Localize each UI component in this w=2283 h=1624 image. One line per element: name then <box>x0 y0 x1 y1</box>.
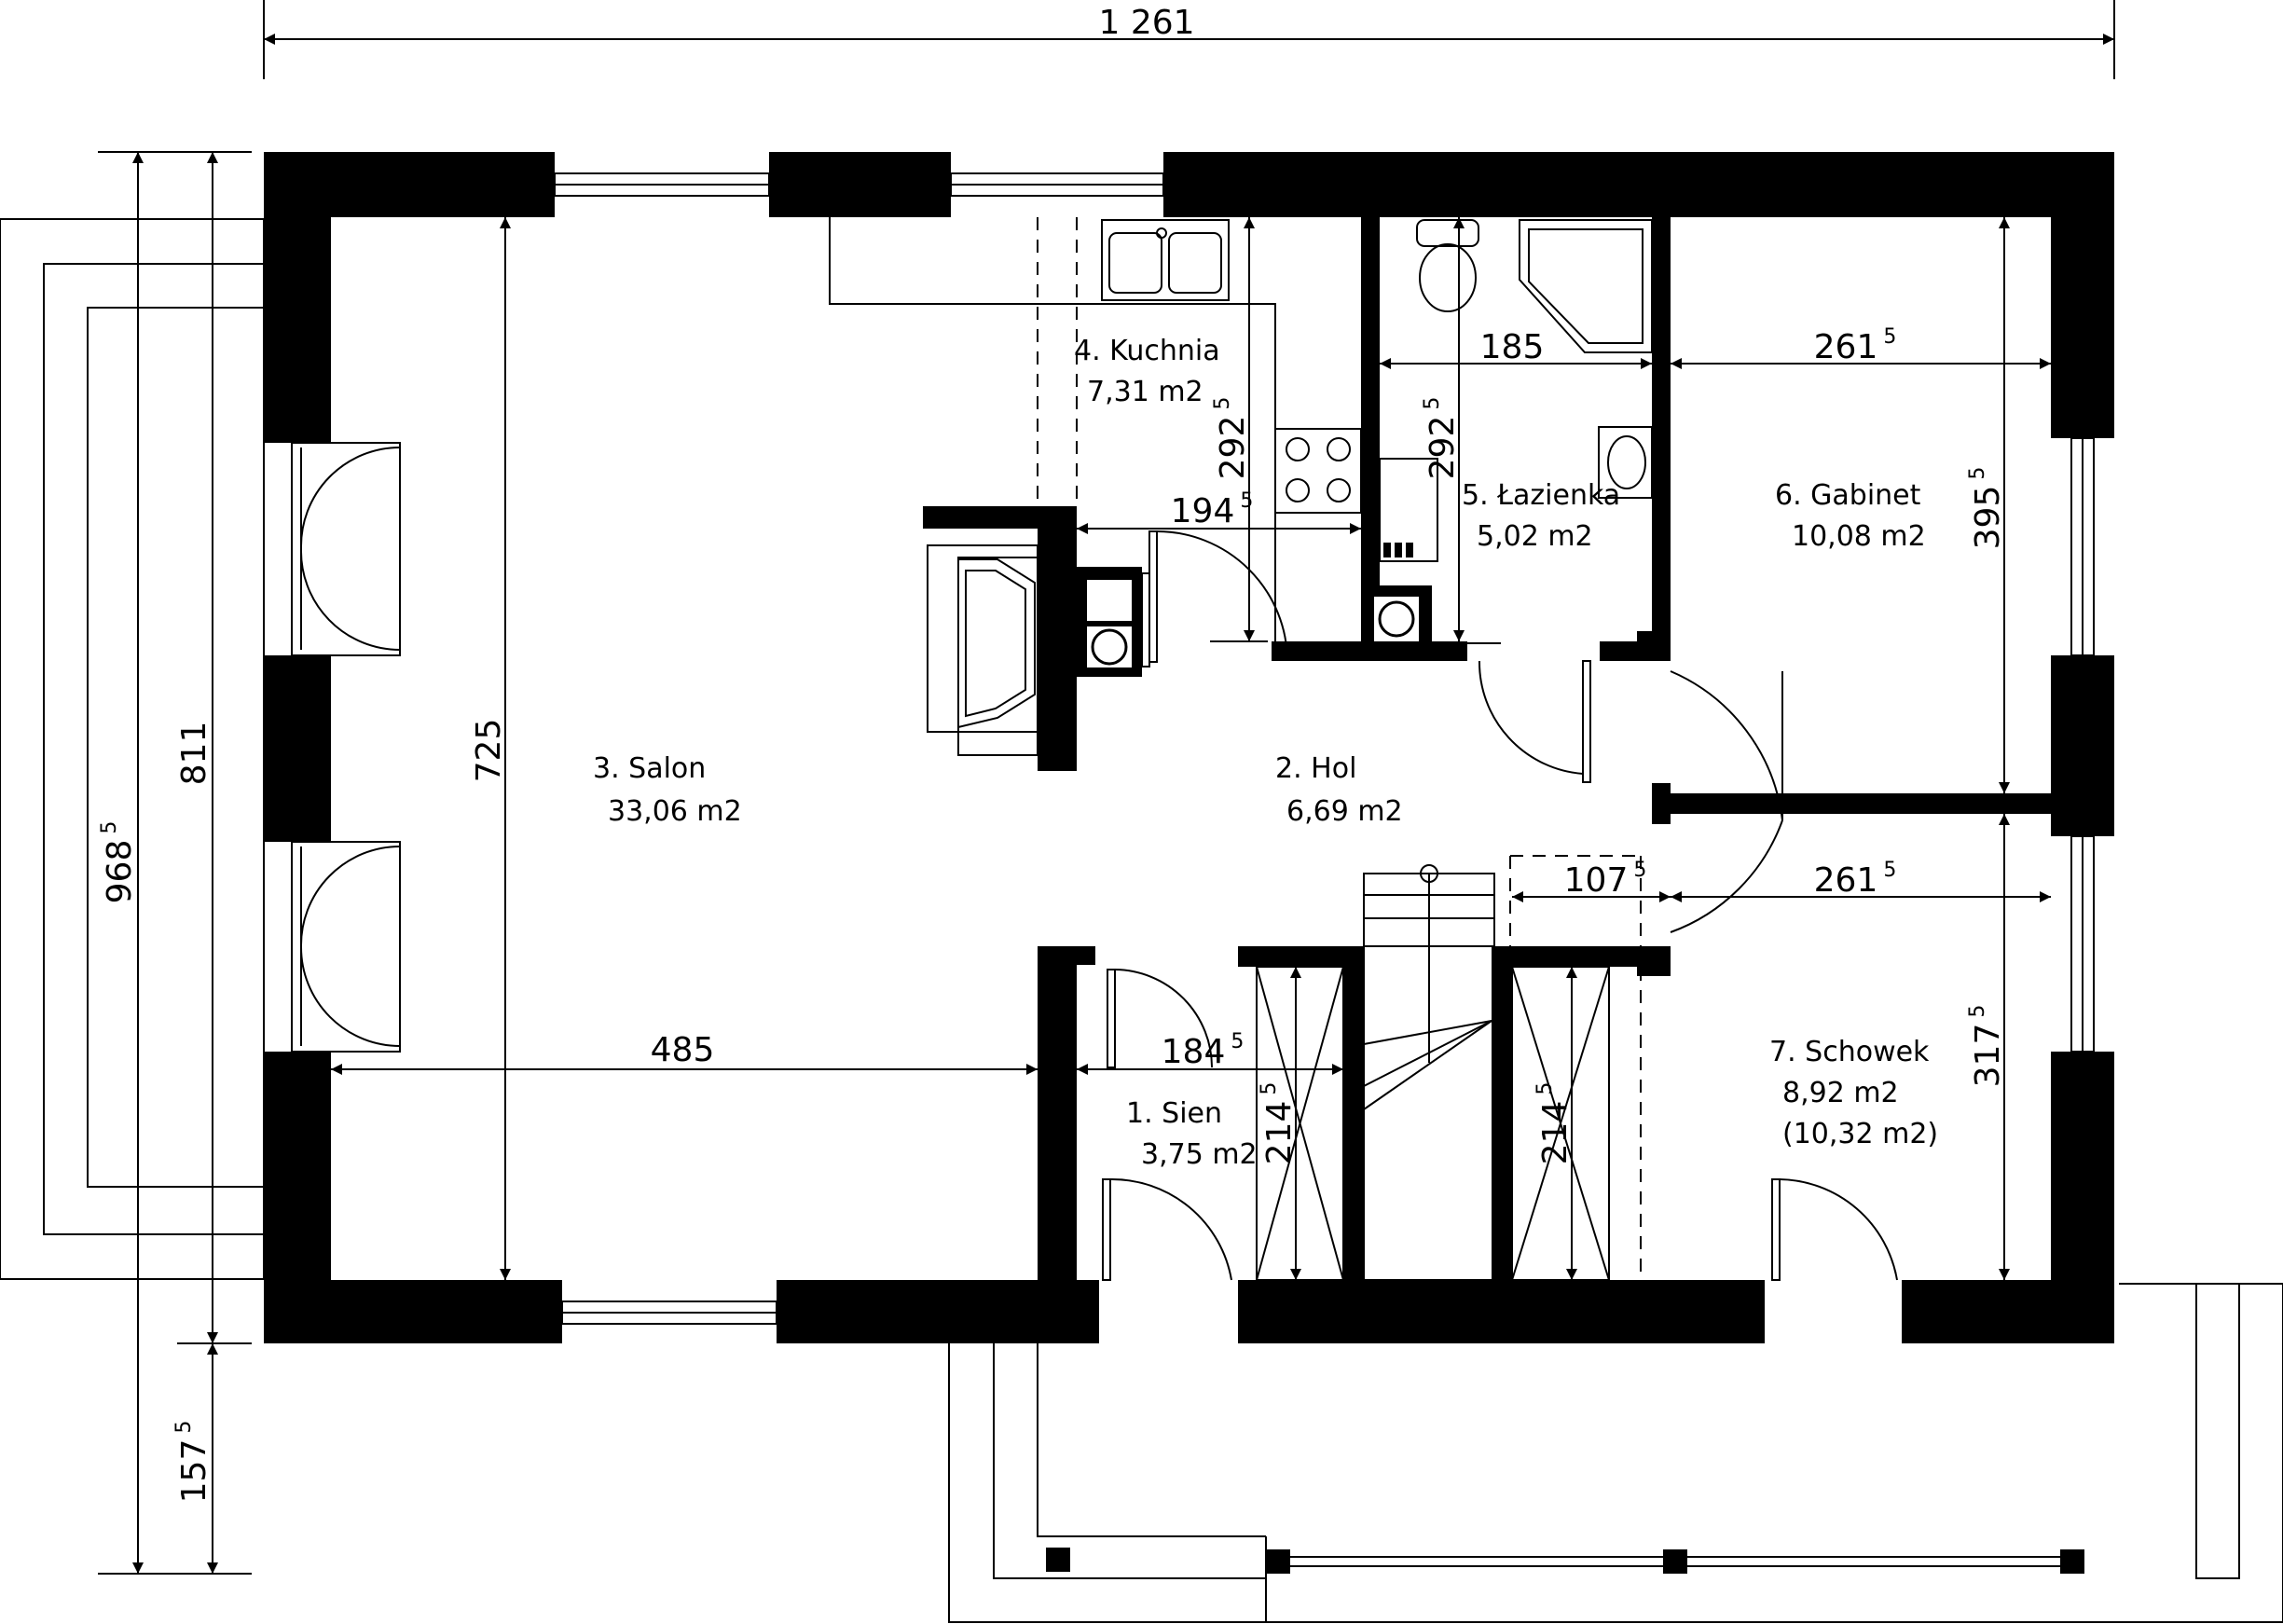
room-name-lazienka: 5. Łazienka <box>1462 479 1620 512</box>
terrace-post <box>1663 1549 1687 1574</box>
dim-bath-depth: 2925 <box>1421 397 1462 480</box>
terrace-post <box>1266 1549 1290 1574</box>
room-name-salon: 3. Salon <box>593 752 706 785</box>
room-name-kuchnia: 4. Kuchnia <box>1074 335 1220 367</box>
dim-body-depth: 811 <box>175 722 213 786</box>
room-area-lazienka: 5,02 m2 <box>1477 520 1593 553</box>
dim-terrace-depth: 1575 <box>172 1421 213 1504</box>
kitchen-fixtures <box>829 217 1362 641</box>
dim-office-depth: 3955 <box>1966 467 2007 550</box>
dim-bath-width: 185 <box>1480 328 1545 366</box>
room-area-sien: 3,75 m2 <box>1141 1138 1258 1171</box>
dim-overall-depth: 9685 <box>98 821 139 904</box>
dim-storage-depth: 3175 <box>1966 1005 2007 1088</box>
dim-wardrobe2-depth: 2145 <box>1533 1082 1575 1165</box>
terrace-post <box>2060 1549 2084 1574</box>
room-name-schowek: 7. Schowek <box>1769 1036 1930 1068</box>
terrace-post <box>1046 1548 1070 1572</box>
bathroom-fixtures <box>1379 219 1653 562</box>
dim-salon-depth: 725 <box>470 719 508 783</box>
room-labels: 1. Sien 3,75 m2 2. Hol 6,69 m2 3. Salon … <box>593 335 1938 1171</box>
room-name-sien: 1. Sien <box>1126 1097 1222 1130</box>
room-name-hol: 2. Hol <box>1275 752 1356 785</box>
room-name-gabinet: 6. Gabinet <box>1775 479 1921 512</box>
room-area-schowek: 8,92 m2 <box>1782 1077 1899 1109</box>
room-area-extra-schowek: (10,32 m2) <box>1782 1118 1938 1150</box>
shower-icon <box>1519 219 1653 353</box>
room-area-hol: 6,69 m2 <box>1286 795 1403 828</box>
staircase <box>1363 855 1642 1281</box>
sink-icon <box>1101 219 1230 301</box>
dim-wardrobe1-depth: 2145 <box>1258 1082 1299 1165</box>
toilet-icon <box>1419 243 1477 312</box>
doors <box>291 442 1898 1281</box>
stove-icon <box>1274 428 1362 514</box>
dimension-lines <box>98 0 2115 1575</box>
room-area-kuchnia: 7,31 m2 <box>1087 376 1203 408</box>
windows <box>554 172 2095 1325</box>
washbasin-icon <box>1598 426 1653 499</box>
terrace-outline <box>0 218 2283 1623</box>
chimney-icon <box>1077 567 1432 677</box>
dim-overall-width: 1 261 <box>1098 4 1194 42</box>
fireplace <box>927 544 1038 756</box>
dim-salon-width: 485 <box>651 1031 715 1069</box>
exterior-walls <box>264 152 2114 1343</box>
dim-kitchen-depth: 2925 <box>1211 397 1252 480</box>
room-area-gabinet: 10,08 m2 <box>1792 520 1926 553</box>
room-area-salon: 33,06 m2 <box>608 795 742 828</box>
